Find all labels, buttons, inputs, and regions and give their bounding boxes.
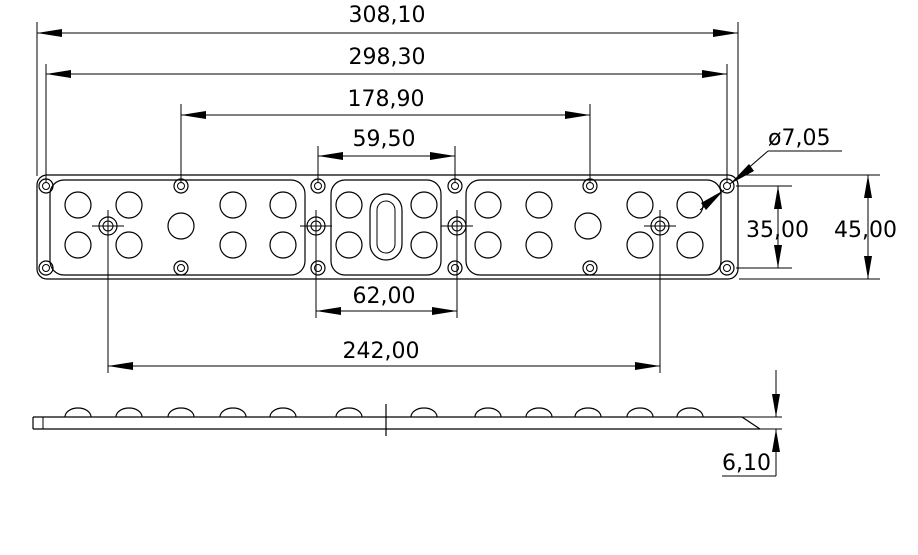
dimension-thickness: 6,10 bbox=[722, 370, 782, 477]
dimension-hole-diameter: ø7,05 bbox=[699, 126, 842, 211]
dimension-hole-span-mid: 178,90 bbox=[180, 87, 591, 182]
lens-circle bbox=[676, 231, 704, 259]
section-outline-left bbox=[49, 179, 306, 276]
dimension-hole-span-inner: 59,50 bbox=[317, 127, 456, 182]
lens-circle bbox=[167, 212, 195, 240]
lens-dome bbox=[167, 407, 195, 418]
dimension-178-90-label: 178,90 bbox=[348, 87, 425, 112]
lens-circle bbox=[525, 231, 553, 259]
lens-dome bbox=[574, 407, 602, 418]
screw-hole bbox=[173, 260, 189, 276]
lens-dome bbox=[525, 407, 553, 418]
lens-circle bbox=[626, 231, 654, 259]
center-slot bbox=[369, 193, 403, 261]
lens-circle bbox=[64, 191, 92, 219]
dimension-62-00-label: 62,00 bbox=[353, 284, 416, 309]
lens-array bbox=[64, 191, 704, 259]
dimension-diameter-7-05-label: ø7,05 bbox=[768, 126, 830, 151]
lens-dome bbox=[626, 407, 654, 418]
section-outline-center bbox=[330, 179, 442, 276]
dimension-308-10-label: 308,10 bbox=[349, 3, 426, 28]
lens-circle bbox=[574, 212, 602, 240]
dimension-45-00-label: 45,00 bbox=[834, 218, 897, 243]
dimension-59-50-label: 59,50 bbox=[353, 127, 416, 152]
lens-dome bbox=[64, 407, 92, 418]
screw-hole bbox=[38, 260, 54, 276]
lens-circle bbox=[269, 191, 297, 219]
dimension-hole-span-outer: 298,30 bbox=[45, 45, 728, 182]
lens-dome bbox=[676, 407, 704, 418]
dimension-hole-vertical-span: 35,00 bbox=[736, 185, 809, 269]
lens-circle bbox=[219, 231, 247, 259]
lens-circle bbox=[410, 191, 438, 219]
lens-dome bbox=[410, 407, 438, 418]
lens-circle bbox=[115, 231, 143, 259]
dimension-overall-length: 308,10 bbox=[36, 3, 739, 176]
lens-circle bbox=[474, 231, 502, 259]
lens-dome bbox=[219, 407, 247, 418]
plate-side-view bbox=[32, 404, 761, 436]
dimension-35-00-label: 35,00 bbox=[746, 218, 809, 243]
lens-circle bbox=[219, 191, 247, 219]
lens-circle bbox=[626, 191, 654, 219]
lens-circle bbox=[335, 231, 363, 259]
plate-top-view bbox=[36, 174, 739, 280]
dimension-mount-span-outer: 242,00 bbox=[107, 225, 661, 373]
lens-circle bbox=[410, 231, 438, 259]
screw-hole bbox=[719, 260, 735, 276]
screw-hole bbox=[310, 260, 326, 276]
lens-circle bbox=[474, 191, 502, 219]
center-slot-inner bbox=[376, 200, 396, 254]
plate-outer-outline bbox=[36, 174, 739, 280]
lens-dome bbox=[335, 407, 363, 418]
dimension-6-10-label: 6,10 bbox=[722, 451, 771, 476]
lens-circle bbox=[525, 191, 553, 219]
dimension-mount-span-inner: 62,00 bbox=[315, 225, 458, 318]
lens-circle bbox=[676, 191, 704, 219]
dimension-242-00-label: 242,00 bbox=[343, 339, 420, 364]
lens-dome bbox=[115, 407, 143, 418]
mount-holes bbox=[92, 210, 676, 242]
dimension-298-30-label: 298,30 bbox=[349, 45, 426, 70]
screw-holes bbox=[38, 178, 735, 276]
screw-hole bbox=[447, 260, 463, 276]
lens-dome bbox=[269, 407, 297, 418]
lens-circle bbox=[115, 191, 143, 219]
lens-dome bbox=[474, 407, 502, 418]
screw-hole bbox=[582, 260, 598, 276]
lens-circle bbox=[64, 231, 92, 259]
lens-domes bbox=[64, 407, 704, 418]
lens-circle bbox=[269, 231, 297, 259]
dimension-overall-width: 45,00 bbox=[739, 174, 897, 280]
lens-circle bbox=[335, 191, 363, 219]
